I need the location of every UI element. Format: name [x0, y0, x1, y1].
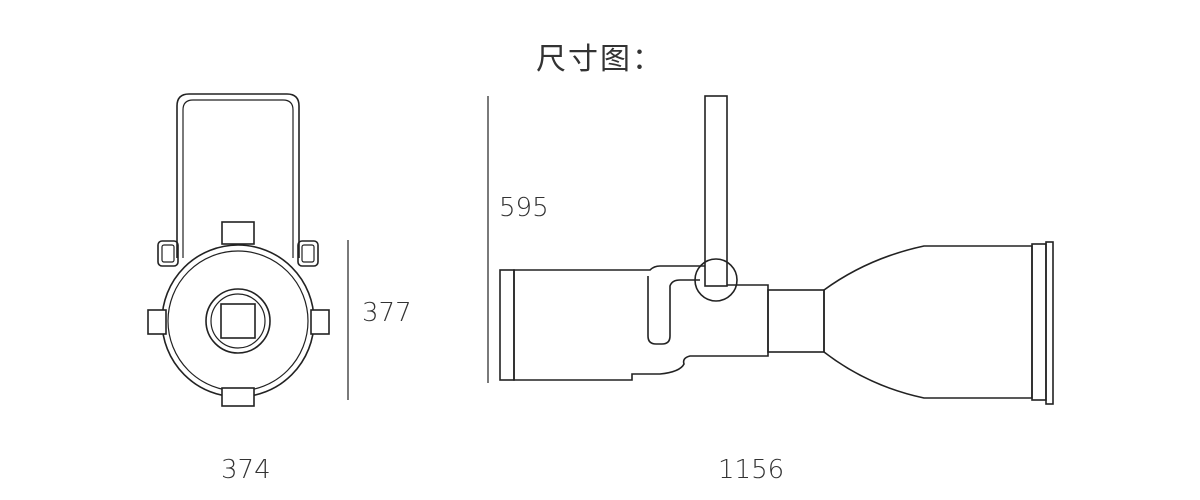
side-view	[487, 95, 1054, 405]
front-knob-right	[297, 240, 319, 267]
page-title: 尺寸图：	[536, 42, 664, 77]
front-lens-outer	[205, 288, 271, 354]
side-length-label: 1156	[718, 455, 785, 485]
front-view	[147, 93, 349, 407]
front-body-circle	[161, 244, 315, 398]
front-lug-right	[310, 309, 330, 335]
front-yoke	[176, 93, 300, 258]
front-lug-top	[221, 221, 255, 245]
side-neck	[767, 289, 825, 353]
front-knob-left	[157, 240, 179, 267]
side-rim-lip	[1045, 241, 1054, 405]
front-lug-left	[147, 309, 167, 335]
front-lug-bottom	[221, 387, 255, 407]
side-rear-cap	[499, 269, 515, 381]
front-height-label: 377	[362, 298, 412, 328]
side-housing	[513, 265, 769, 381]
front-lens-square	[220, 303, 256, 339]
side-handle	[704, 95, 728, 287]
side-rim	[1031, 243, 1047, 401]
side-height-label: 595	[499, 193, 549, 223]
side-pivot	[694, 258, 738, 302]
side-bracket-slot	[647, 276, 700, 345]
front-width-label: 374	[221, 455, 271, 485]
side-hood	[823, 245, 1033, 399]
